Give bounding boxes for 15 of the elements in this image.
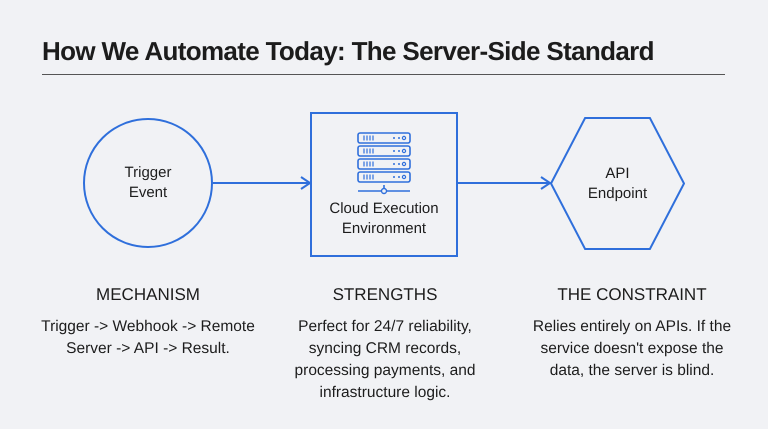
title: How We Automate Today: The Server-Side Standard: [42, 35, 654, 68]
node-label: API Endpoint: [586, 164, 648, 204]
arrow: [213, 176, 311, 190]
event-circle: [83, 118, 213, 248]
column-text: Relies entirely on APIs. If the service doesn't expose the data, the server is blind.: [532, 317, 732, 381]
arrow: [458, 176, 551, 190]
endpoint-hexagon: [550, 117, 685, 250]
column-heading: THE CONSTRAINT: [557, 284, 707, 306]
column-text: Perfect for 24/7 reliability, syncing CRM records, processing payments, and infrastructure logic.: [294, 317, 476, 403]
column-text: Trigger -> Webhook -> Remote Server -> API -> Result.: [40, 317, 256, 359]
process-box: [310, 112, 458, 257]
node-label: Trigger Event: [124, 163, 172, 203]
node-label: Cloud Execution Environment: [328, 198, 440, 238]
column-heading: MECHANISM: [96, 284, 200, 306]
column-heading: STRENGTHS: [332, 284, 438, 306]
